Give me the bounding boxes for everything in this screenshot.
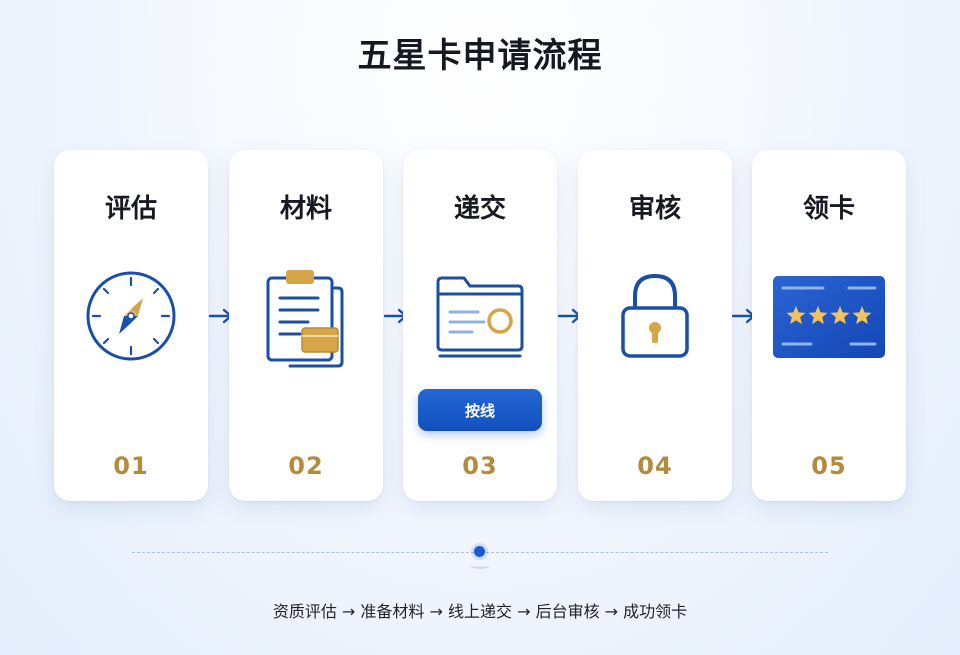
online-submit-button[interactable]: 按线	[418, 389, 542, 431]
step-card-5: 领卡 05	[752, 150, 906, 501]
step-title: 材料	[279, 194, 332, 224]
step-number: 04	[637, 452, 673, 480]
step-card-2: 材料 02	[229, 150, 383, 501]
step-title: 评估	[104, 194, 157, 224]
step-number: 03	[462, 452, 498, 480]
page-title: 五星卡申请流程	[357, 36, 603, 76]
padlock-icon	[621, 273, 689, 358]
step-title: 领卡	[802, 194, 855, 224]
step-title: 审核	[628, 194, 681, 224]
step-number: 05	[811, 452, 847, 480]
step-card-1: 评估 01	[54, 150, 208, 501]
clipboard-document-icon	[266, 270, 344, 368]
step-card-4: 审核 04	[578, 150, 732, 501]
timeline-dot	[474, 546, 485, 557]
step-card-3: 递交 按线 03	[403, 150, 557, 501]
timeline-dot-shadow	[470, 561, 490, 569]
step-number: 01	[113, 452, 149, 480]
step-title: 递交	[453, 194, 506, 224]
step-number: 02	[288, 452, 324, 480]
process-summary: 资质评估 → 准备材料 → 线上递交 → 后台审核 → 成功领卡	[272, 602, 688, 621]
five-star-card-icon	[773, 276, 885, 358]
compass-icon	[86, 271, 176, 361]
folder-form-icon	[436, 276, 524, 358]
